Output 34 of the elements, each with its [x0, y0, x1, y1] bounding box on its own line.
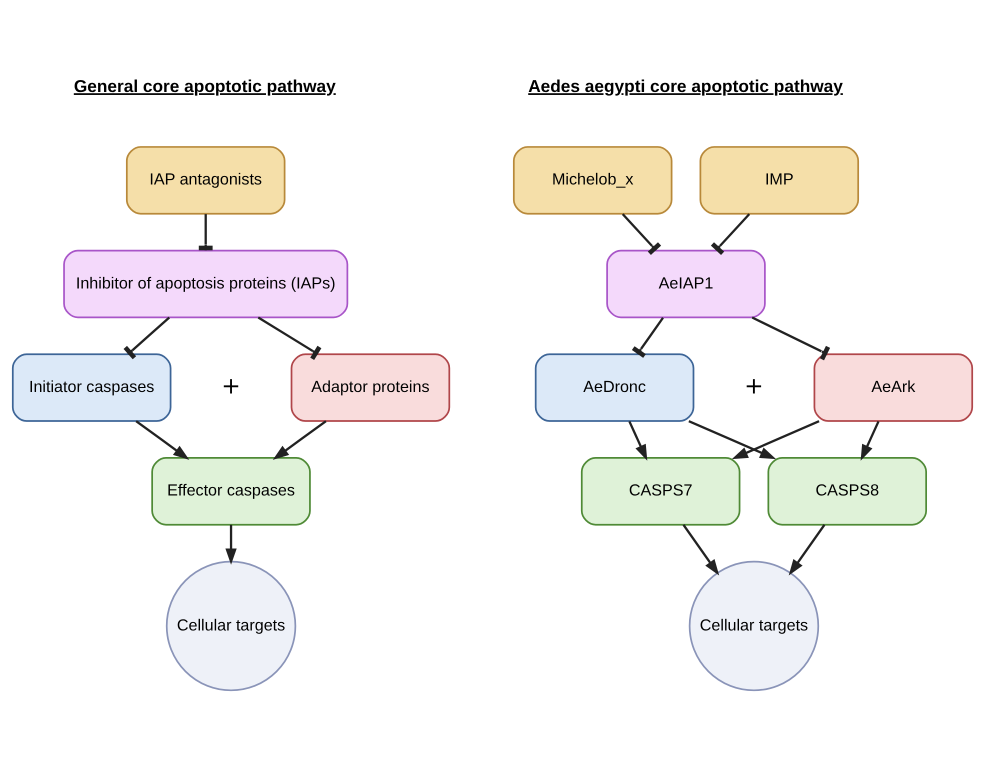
- arrow: [135, 420, 190, 460]
- node-box: Initiator caspases: [12, 353, 172, 422]
- label: General core apoptotic pathway: [74, 76, 336, 96]
- node-box: AeDronc: [534, 353, 694, 422]
- node-box: IMP: [700, 146, 860, 215]
- label: Aedes aegypti core apoptotic pathway: [528, 76, 843, 96]
- connector: [124, 316, 170, 360]
- arrow: [682, 524, 720, 576]
- arrow: [272, 420, 327, 460]
- label: +: [221, 373, 241, 400]
- arrow: [860, 420, 880, 461]
- arrow: [688, 420, 776, 460]
- node-circle: Cellular targets: [166, 560, 296, 692]
- arrow: [732, 420, 820, 460]
- arrow: [628, 420, 648, 461]
- arrow: [788, 524, 826, 576]
- node-box: CASPS8: [767, 457, 927, 526]
- connector: [258, 316, 322, 360]
- node-box: AeArk: [814, 353, 974, 422]
- node-box: AeIAP1: [606, 250, 766, 318]
- arrow: [225, 524, 237, 565]
- node-box: IAP antagonists: [126, 146, 286, 215]
- connector: [752, 316, 830, 360]
- node-box: Inhibitor of apoptosis proteins (IAPs): [63, 250, 348, 318]
- connector: [632, 317, 664, 358]
- node-box: Michelob_x: [512, 146, 672, 215]
- node-box: Adaptor proteins: [290, 353, 450, 422]
- connector: [622, 213, 662, 255]
- node-box: Effector caspases: [151, 457, 311, 526]
- label: +: [744, 373, 764, 400]
- connector: [710, 213, 750, 255]
- node-circle: Cellular targets: [688, 560, 820, 692]
- connector: [198, 214, 213, 250]
- node-box: CASPS7: [580, 457, 740, 526]
